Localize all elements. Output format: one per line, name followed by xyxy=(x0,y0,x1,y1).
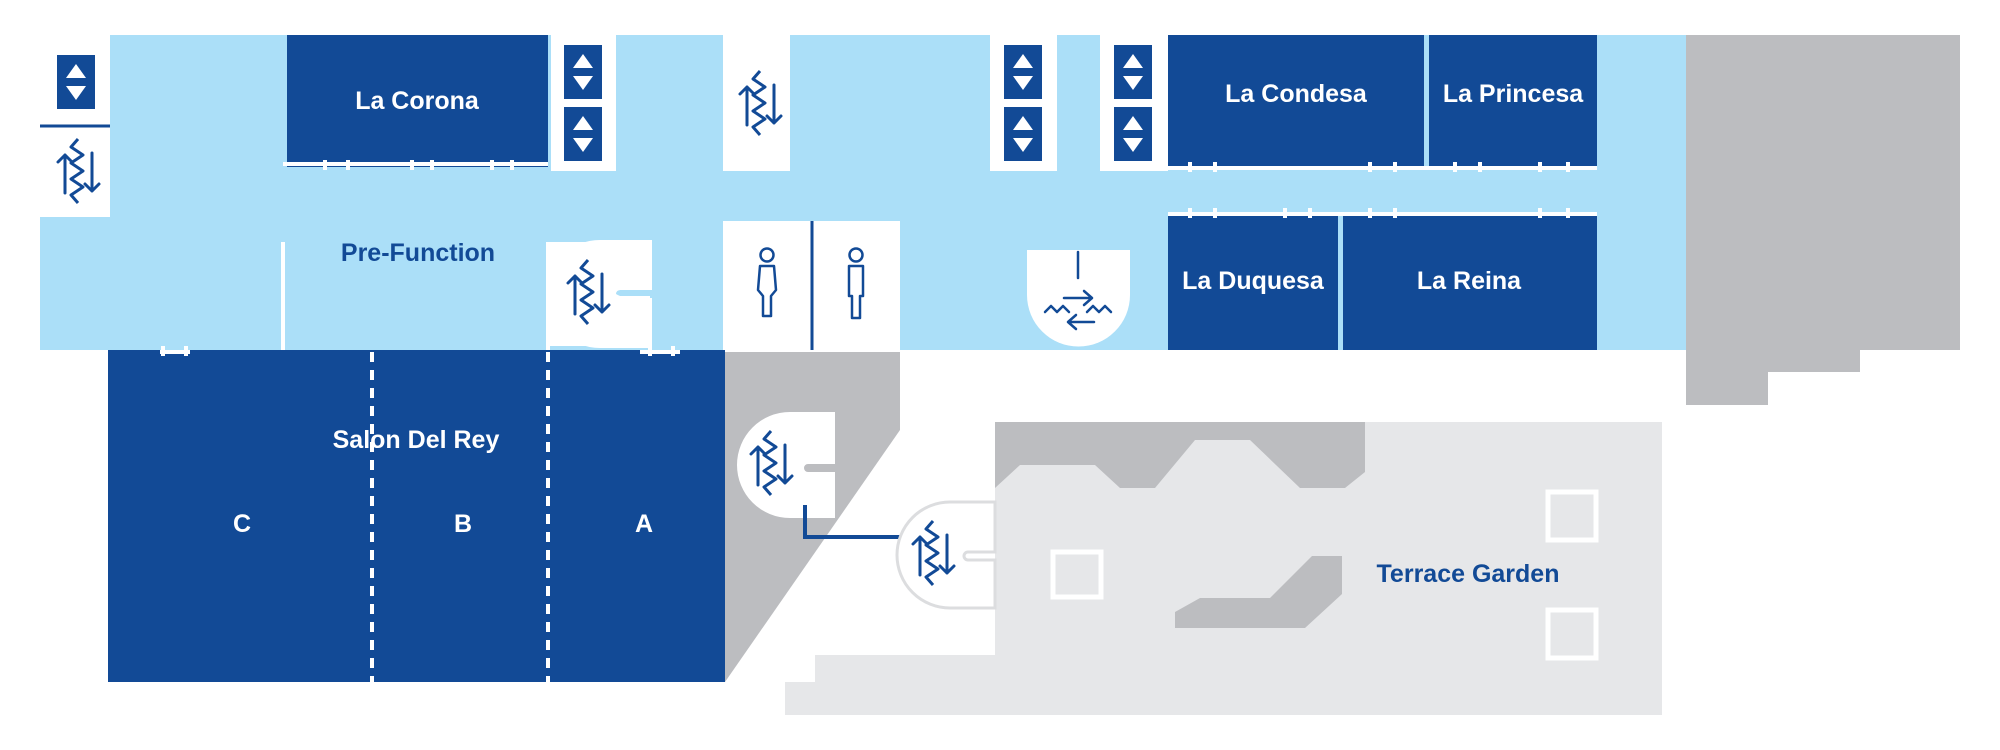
elevator-icon[interactable] xyxy=(1004,107,1042,161)
escalator-pod-shape xyxy=(546,240,652,348)
womens-restroom-icon[interactable] xyxy=(756,247,778,318)
elevator-icon[interactable] xyxy=(1004,45,1042,99)
water-fountain-icon[interactable] xyxy=(1043,250,1113,331)
elevator-icon[interactable] xyxy=(564,107,602,161)
escalator-bank-north xyxy=(723,35,790,171)
la-duquesa-label: La Duquesa xyxy=(1182,267,1325,295)
planter xyxy=(1050,549,1104,600)
elevator-icon[interactable] xyxy=(57,55,95,109)
la-condesa[interactable]: La Condesa xyxy=(1168,35,1424,167)
terrace-garden-label: Terrace Garden xyxy=(1377,560,1560,588)
escalator-connector xyxy=(803,505,900,539)
mens-restroom-icon[interactable] xyxy=(847,247,865,320)
salon-del-rey[interactable]: Salon Del Rey C B A xyxy=(108,350,725,682)
salon-c-label: C xyxy=(233,510,251,538)
pre-function-label: Pre-Function xyxy=(341,239,495,267)
salon-b-label: B xyxy=(454,510,472,538)
salon-del-rey-label: Salon Del Rey xyxy=(333,426,500,454)
la-corona[interactable]: La Corona xyxy=(287,35,548,167)
service-area-east xyxy=(1686,35,1960,405)
la-reina[interactable]: La Reina xyxy=(1343,216,1597,350)
door-markers xyxy=(160,160,1597,356)
la-princesa[interactable]: La Princesa xyxy=(1429,35,1597,167)
planter xyxy=(1545,607,1599,661)
planter xyxy=(1545,489,1599,543)
terrace-garden[interactable]: Terrace Garden xyxy=(785,422,1662,715)
la-duquesa[interactable]: La Duquesa xyxy=(1168,216,1338,350)
la-princesa-label: La Princesa xyxy=(1443,80,1584,108)
elevator-icon[interactable] xyxy=(564,45,602,99)
elevator-icon[interactable] xyxy=(1114,107,1152,161)
elevator-icon[interactable] xyxy=(1114,45,1152,99)
la-reina-label: La Reina xyxy=(1417,267,1522,295)
restrooms xyxy=(723,221,900,350)
salon-a-label: A xyxy=(635,510,653,538)
la-corona-label: La Corona xyxy=(355,87,480,115)
la-condesa-label: La Condesa xyxy=(1225,80,1368,108)
